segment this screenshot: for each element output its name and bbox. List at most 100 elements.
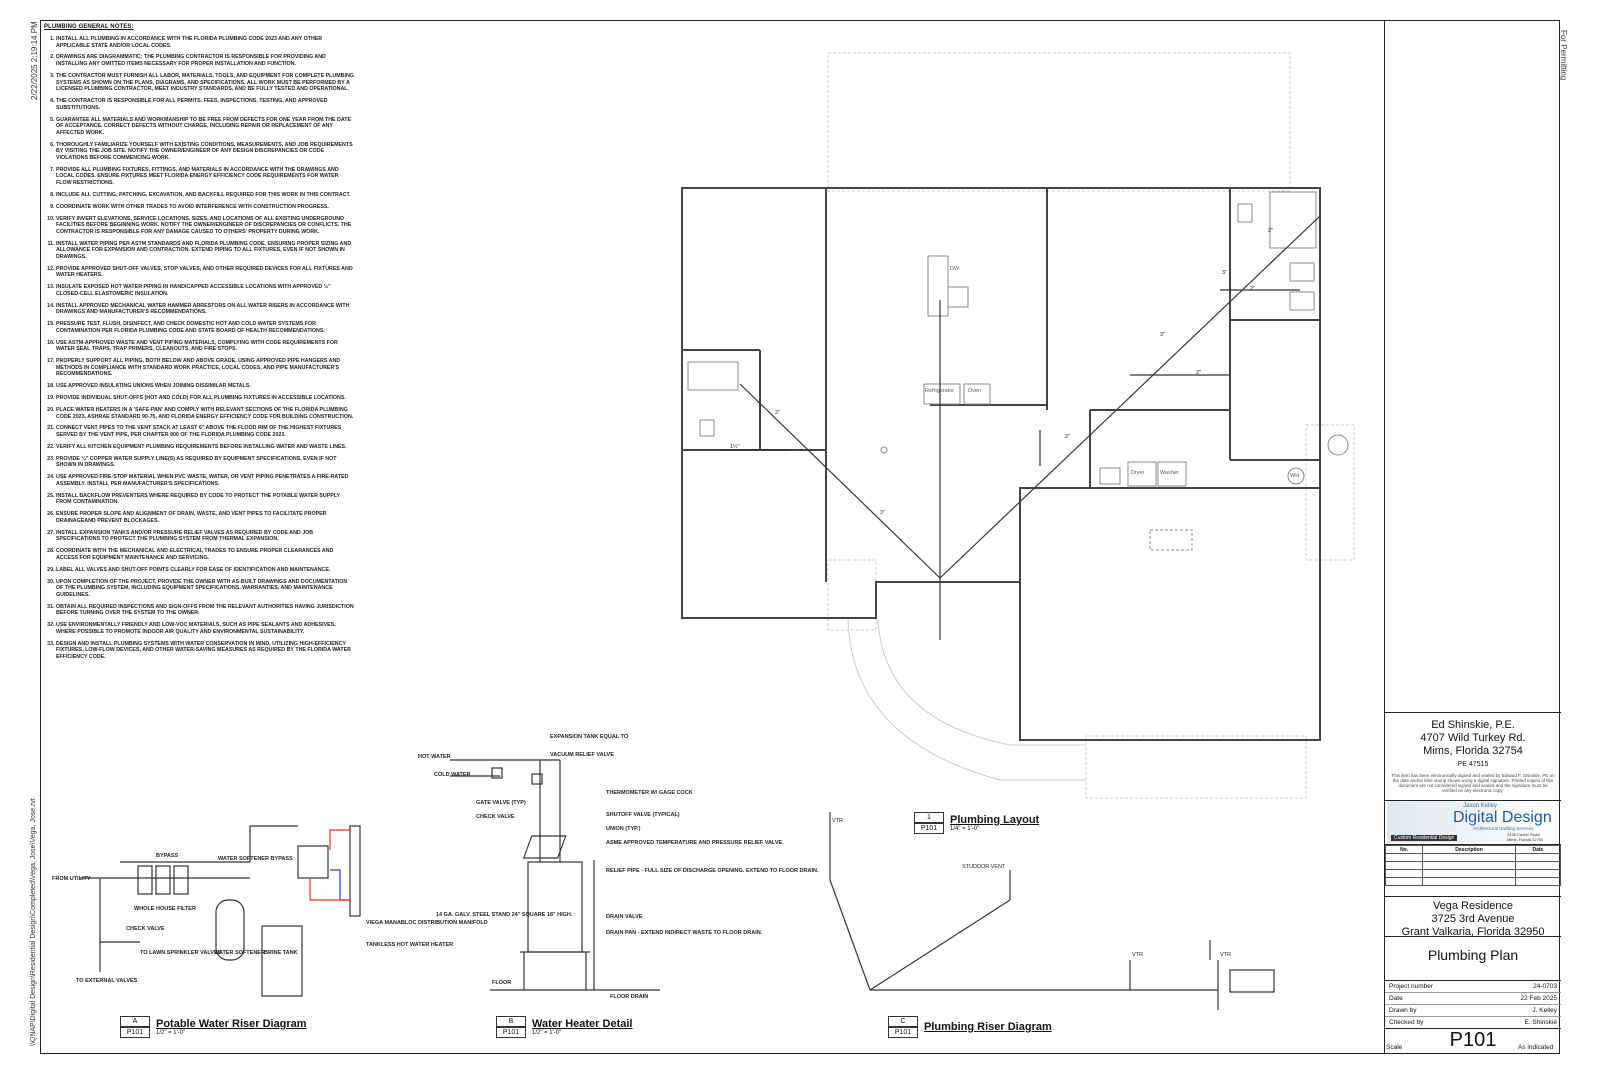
detail-scale: 1/2" = 1'-0": [156, 1030, 186, 1036]
oven: [963, 383, 991, 405]
detail-name: Plumbing Layout: [950, 814, 1040, 826]
plumbing-riser-title: C P101 Plumbing Riser Diagram: [888, 1016, 1052, 1038]
title-block: Ed Shinskie, P.E. 4707 Wild Turkey Rd. M…: [1384, 20, 1562, 1054]
pipe-size-label: 3": [1160, 332, 1166, 338]
water-heater-detail-title: B P101 Water Heater Detail 1/2" = 1'-0": [496, 1016, 632, 1038]
note-item: GUARANTEE ALL MATERIALS AND WORKMANSHIP …: [56, 117, 354, 137]
note-item: THE CONTRACTOR MUST FURNISH ALL LABOR, M…: [56, 73, 354, 93]
floor-label: FLOOR: [492, 980, 512, 986]
note-item: PROVIDE APPROVED SHUT-OFF VALVES, STOP V…: [56, 266, 354, 279]
floor-drain-label: FLOOR DRAIN: [610, 994, 649, 1000]
vtr-label: VTR: [832, 818, 843, 824]
detail-name: Plumbing Riser Diagram: [924, 1021, 1052, 1033]
detail-sheet: P101: [120, 1027, 150, 1038]
field-value: E. Shinskie: [1524, 1019, 1557, 1026]
vtr-label: VTR: [1220, 952, 1231, 958]
water-heater: [1287, 467, 1305, 485]
note-item: THE CONTRACTOR IS RESPONSIBLE FOR ALL PE…: [56, 98, 354, 111]
wh-label: WH: [1290, 473, 1300, 479]
logo-subtitle: Architectural Drafting Services: [1473, 826, 1534, 831]
detail-sheet: P101: [888, 1027, 918, 1038]
engineer-name: Ed Shinskie, P.E.: [1431, 719, 1515, 731]
refrigerator-label: Refrigerator: [925, 388, 955, 394]
walkway-curve-inner: [877, 619, 1086, 746]
field-value: 24-0703: [1533, 983, 1557, 990]
potable-water-riser-title: A P101 Potable Water Riser Diagram 1/2" …: [120, 1016, 307, 1038]
potable-water-riser: [80, 825, 361, 997]
note-item: INSTALL EXPANSION TANKS AND/OR PRESSURE …: [56, 530, 354, 543]
engineer-city: Mims, Florida 32754: [1423, 745, 1523, 757]
field-label: Date: [1389, 995, 1403, 1002]
company-logo: Jason Kelley Digital Design Architectura…: [1387, 801, 1559, 843]
from-utility-label: FROM UTILITY: [52, 876, 91, 882]
project-fields: Project number 24-0703 Date 22 Feb 2025 Dr…: [1385, 980, 1561, 1029]
note-item: UPON COMPLETION OF THE PROJECT, PROVIDE …: [56, 579, 354, 599]
front-walk-outline: [827, 559, 877, 631]
dryer-label: Dryer: [1131, 470, 1145, 476]
side-slab-outline: [1305, 424, 1355, 561]
note-item: PROVIDE ¼" COPPER WATER SUPPLY LINE(S) A…: [56, 456, 354, 469]
pipe-size-label: 2": [1268, 228, 1274, 234]
plumbing-lines: [720, 215, 1321, 640]
lawn-sprinkler-label: TO LAWN SPRINKLER VALVES: [140, 950, 222, 956]
sheet-title-block: Plumbing Plan: [1385, 936, 1561, 980]
revision-header: Date: [1514, 845, 1562, 854]
revision-block: No. Description Date: [1384, 844, 1562, 896]
note-item: PROVIDE ALL PLUMBING FIXTURES, FITTINGS,…: [56, 167, 354, 187]
detail-scale: 1/2" = 1'-0": [532, 1030, 562, 1036]
scale-label: Scale: [1386, 1044, 1403, 1051]
note-item: INSTALL WATER PIPING PER ASTM STANDARDS …: [56, 241, 354, 261]
logo-address: 2436 Canter Road: [1507, 832, 1540, 837]
expansion-tank-label: EXPANSION TANK EQUAL TO: [550, 734, 629, 740]
kitchen-sink: [947, 286, 969, 308]
note-item: THOROUGHLY FAMILIARIZE YOURSELF WITH EXI…: [56, 142, 354, 162]
drain-valve-label: DRAIN VALVE: [606, 914, 643, 920]
revision-header: No.: [1384, 845, 1424, 854]
thermometer-label: THERMOMETER W/ GAGE COCK: [606, 790, 693, 796]
shower: [1269, 191, 1317, 249]
plumbing-layout-title: 1 P101 Plumbing Layout 1/4" = 1'-0": [914, 812, 1039, 834]
note-item: DRAWINGS ARE DIAGRAMMATIC; THE PLUMBING …: [56, 54, 354, 67]
field-label: Project number: [1389, 983, 1434, 990]
logo-title: Digital Design: [1453, 809, 1552, 826]
pipe-size-label: 2": [775, 410, 781, 416]
pipe-size-label: 1½": [730, 444, 740, 450]
note-item: ENSURE PROPER SLOPE AND ALIGNMENT OF DRA…: [56, 511, 354, 524]
drain-pan-label: DRAIN PAN - EXTEND INDIRECT WASTE TO FLO…: [606, 930, 763, 936]
bypass-label: BYPASS: [156, 853, 179, 859]
vacuum-relief-label: VACUUM RELIEF VALVE: [550, 752, 614, 758]
bathtub: [687, 361, 739, 391]
dw-label: DW: [950, 266, 960, 272]
pipe-size-label: 3": [880, 510, 886, 516]
sheet-number: P101: [1449, 1029, 1497, 1051]
tankless-label: TANKLESS HOT WATER HEATER: [366, 942, 454, 948]
notes-heading: PLUMBING GENERAL NOTES:: [44, 24, 134, 30]
washer-label: Washer: [1160, 470, 1179, 476]
floor-plan-walls: [681, 187, 1321, 741]
field-label: Drawn by: [1389, 1007, 1417, 1014]
revision-header: Description: [1422, 845, 1516, 854]
detail-number: C: [888, 1016, 918, 1027]
note-item: LABEL ALL VALVES AND SHUT-OFF POINTS CLE…: [56, 567, 354, 574]
note-item: USE APPROVED INSULATING UNIONS WHEN JOIN…: [56, 383, 354, 390]
seal-note: This item has been electronically signed…: [1391, 773, 1555, 793]
steel-stand-label: 14 GA. GALV. STEEL STAND 24" SQUARE 18" …: [436, 912, 573, 918]
manifold-lines: [309, 829, 350, 901]
note-item: INSULATE EXPOSED HOT WATER PIPING IN HAN…: [56, 284, 354, 297]
check-valve-label: CHECK VALVE: [476, 814, 515, 820]
asme-label: ASME APPROVED TEMPERATURE AND PRESSURE R…: [606, 840, 784, 846]
note-item: PRESSURE TEST, FLUSH, DISINFECT, AND CHE…: [56, 321, 354, 334]
union-label: UNION (TYP.): [606, 826, 641, 832]
note-item: USE APPROVED FIRE-STOP MATERIAL WHEN PVC…: [56, 474, 354, 487]
vtr-label: VTR: [1132, 952, 1143, 958]
kitchen-island: [927, 255, 949, 317]
studor-vent-label: STUDDOR VENT: [962, 864, 1006, 870]
lav-1: [1289, 262, 1315, 282]
driveway-outline: [1085, 735, 1307, 799]
detail-sheet: P101: [914, 823, 944, 834]
field-value: 22 Feb 2025: [1520, 995, 1557, 1002]
note-item: INCLUDE ALL CUTTING, PATCHING, EXCAVATIO…: [56, 192, 354, 199]
note-item: VERIFY ALL KITCHEN EQUIPMENT PLUMBING RE…: [56, 444, 354, 451]
project-address: 3725 3rd Avenue: [1431, 913, 1515, 925]
